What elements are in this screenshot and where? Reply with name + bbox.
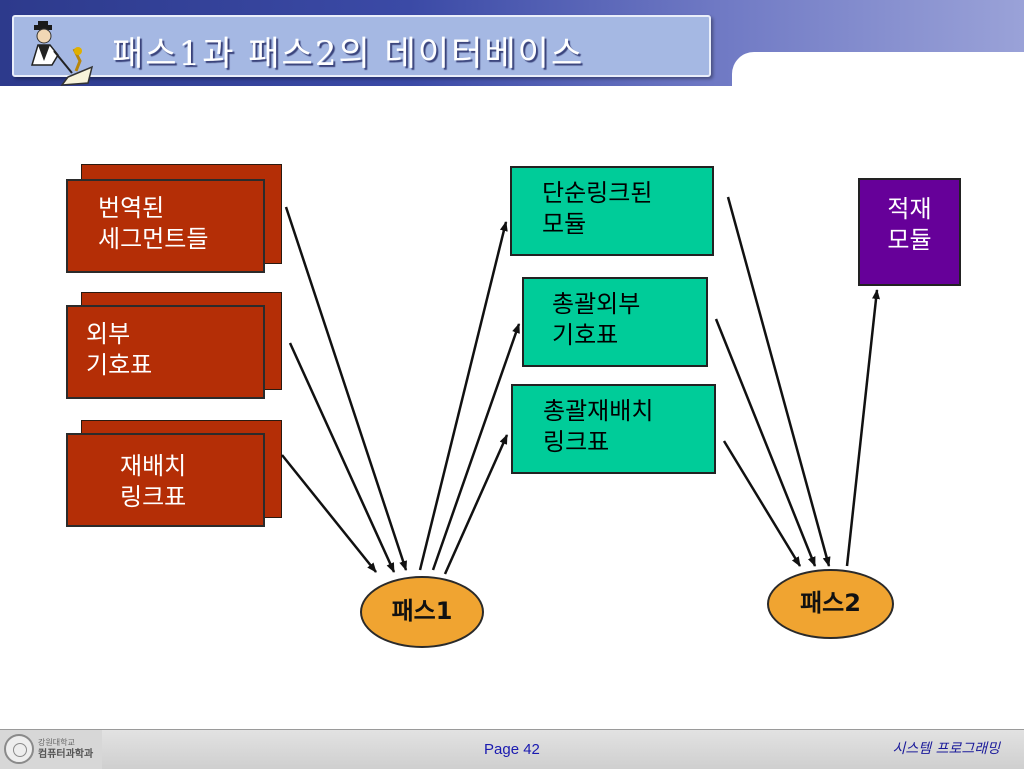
global-external-symbol-table-line2: 기호표 [552,321,619,349]
global-relocation-link-table-line1: 총괄재배치 [543,397,654,425]
external-symbol-table-line2: 기호표 [86,351,153,379]
global-external-symbol-table-line1: 총괄외부 [552,290,641,318]
arrow-pass1-to-global-external-symbols [431,323,521,571]
load-module-line1: 적재 [887,195,932,223]
relocation-link-table-line1: 재배치 [120,452,187,480]
global-relocation-link-table-box: 총괄재배치 링크표 [511,384,716,474]
footer-university: 강원대학교 [38,738,75,747]
external-symbol-table-box: 외부 기호표 [66,305,265,399]
global-external-symbol-table-box: 총괄외부 기호표 [522,277,708,367]
title-box: 패스1과 패스2의 데이터베이스 [12,15,711,86]
relocation-link-table-box: 재배치 링크표 [66,433,265,527]
pass1-label: 패스1 [391,597,453,625]
page-number: Page 42 [484,741,540,758]
university-logo: 강원대학교 컴퓨터과학과 [0,730,102,769]
arrow-global-external-symbols-to-pass2 [714,318,817,567]
course-title: 시스템 프로그래밍 [892,741,1001,757]
arrow-simple-linked-module-to-pass2 [726,196,831,567]
writer-at-desk-icon [30,21,94,86]
university-seal-icon [4,734,34,764]
translated-segments-box: 번역된 세그먼트들 [66,179,265,273]
simple-linked-module-box: 단순링크된 모듈 [510,166,714,256]
pass2-label: 패스2 [800,589,861,617]
load-module-line2: 모듈 [887,226,932,254]
slide-title: 패스1과 패스2의 데이터베이스 [112,34,585,74]
arrow-pass1-to-global-relocation [443,434,509,575]
global-relocation-link-table-line2: 링크표 [543,428,610,456]
simple-linked-module-line1: 단순링크된 [542,179,653,207]
slide-footer: 강원대학교 컴퓨터과학과 Page 42 시스템 프로그래밍 [0,729,1024,769]
arrow-relocation-to-pass1 [281,454,377,573]
pass2-ellipse: 패스2 [767,569,894,639]
arrow-global-relocation-to-pass2 [722,440,802,567]
simple-linked-module-line2: 모듈 [542,210,587,238]
arrow-pass1-to-simple-linked-module [418,221,508,571]
load-module-box: 적재 모듈 [858,178,961,286]
translated-segments-line1: 번역된 [98,194,165,222]
translated-segments-line2: 세그먼트들 [98,225,209,253]
footer-department: 컴퓨터과학과 [38,749,94,760]
pass1-ellipse: 패스1 [360,576,484,648]
relocation-link-table-line2: 링크표 [120,483,187,511]
arrow-external-symbols-to-pass1 [288,342,396,573]
arrow-pass2-to-load-module [845,289,881,567]
external-symbol-table-line1: 외부 [86,320,131,348]
arrow-segments-to-pass1 [284,206,408,571]
header-white-tab [732,52,1024,92]
